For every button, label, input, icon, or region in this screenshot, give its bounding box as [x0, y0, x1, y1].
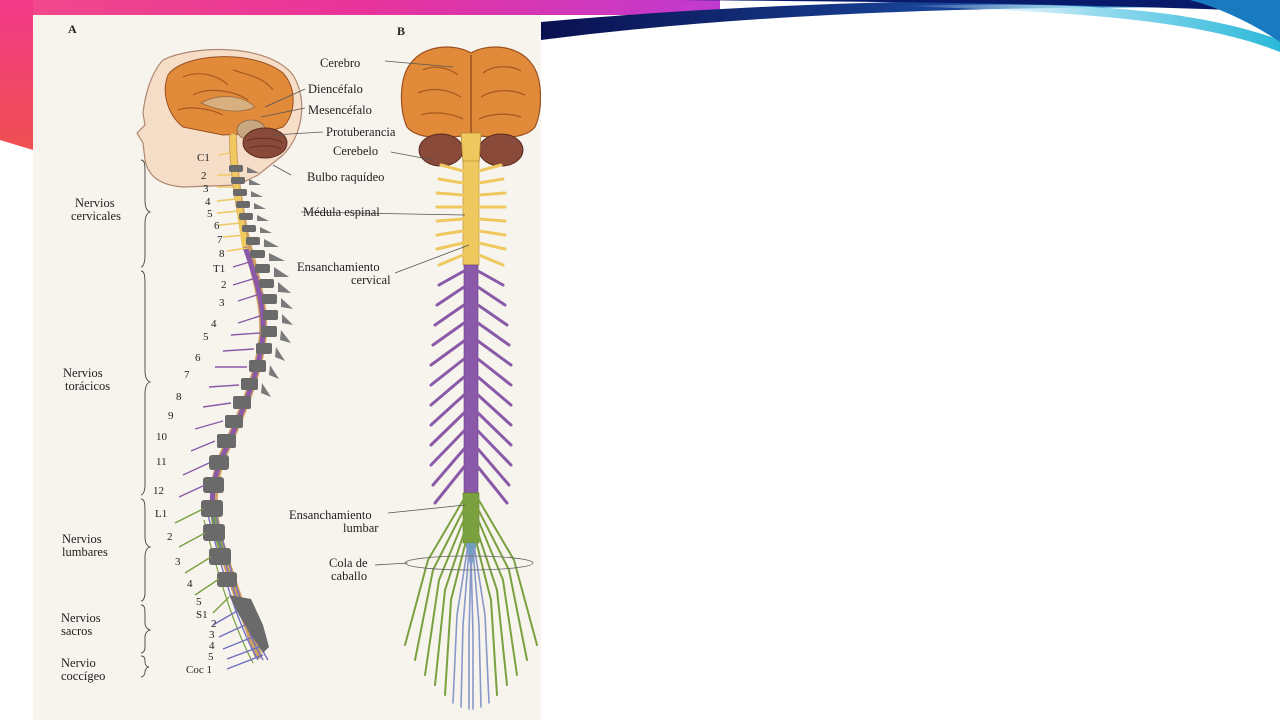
label-bulbo: Bulbo raquídeo	[307, 170, 384, 184]
nerve-label: 7	[217, 234, 223, 246]
leader-lines	[260, 60, 534, 571]
nerve-label: 5	[208, 651, 214, 663]
nerve-label: 2	[221, 279, 227, 291]
nerve-label: 7	[184, 369, 190, 381]
label-ens-lumbar-1: Ensanchamiento	[289, 508, 372, 522]
nerve-label: 2	[211, 618, 217, 630]
structure-labels: Cerebro Diencéfalo Mesencéfalo Protubera…	[289, 56, 396, 583]
group-coccygeal-line2: coccígeo	[61, 669, 105, 683]
group-sacral-line1: Nervios	[61, 611, 101, 625]
nerve-group-names: Nervios cervicales Nervios torácicos Ner…	[61, 196, 121, 683]
label-medula: Médula espinal	[303, 205, 380, 219]
nerve-label: 8	[219, 248, 225, 260]
nerve-label: 12	[153, 485, 164, 497]
brainstem-frontal	[460, 132, 482, 164]
nerve-group-braces	[140, 159, 152, 678]
label-cola-2: caballo	[331, 569, 367, 583]
nerve-label: S1	[196, 609, 208, 621]
nerve-label: 4	[187, 578, 193, 590]
label-cola-1: Cola de	[329, 556, 368, 570]
nerve-label: 10	[156, 431, 168, 443]
label-cerebro: Cerebro	[320, 56, 360, 70]
nerve-label: 4	[205, 196, 211, 208]
nerve-label: 3	[209, 629, 215, 641]
label-ens-cervical-1: Ensanchamiento	[297, 260, 380, 274]
label-protuberancia: Protuberancia	[326, 125, 396, 139]
nerve-label: 6	[195, 352, 201, 364]
nerve-label: C1	[197, 152, 210, 164]
group-lumbar-line2: lumbares	[62, 545, 108, 559]
nerve-label: 4	[209, 640, 215, 652]
spinal-cord-frontal	[462, 160, 480, 570]
nervous-system-illustration: A B	[33, 15, 541, 720]
spinal-nerves-frontal	[404, 163, 538, 710]
group-lumbar-line1: Nervios	[62, 532, 102, 546]
label-ens-cervical-2: cervical	[351, 273, 391, 287]
nerve-label: 4	[211, 318, 217, 330]
nerve-label: 3	[175, 556, 181, 568]
group-sacral-line2: sacros	[61, 624, 92, 638]
nerve-label: 11	[156, 456, 167, 468]
label-diencefalo: Diencéfalo	[308, 82, 363, 96]
nerve-label: 8	[176, 391, 182, 403]
label-ens-lumbar-2: lumbar	[343, 521, 379, 535]
nerve-label: 5	[196, 596, 202, 608]
nerve-label: 3	[203, 183, 209, 195]
panel-a-label: A	[68, 22, 77, 36]
nerve-label: 5	[207, 208, 213, 220]
group-cervical-line1: Nervios	[75, 196, 115, 210]
nerve-label: 9	[168, 410, 174, 422]
panel-b-label: B	[397, 24, 405, 38]
group-thoracic-line1: Nervios	[63, 366, 103, 380]
group-thoracic-line2: torácicos	[65, 379, 110, 393]
nerve-label: 6	[214, 220, 220, 232]
label-mesencefalo: Mesencéfalo	[308, 103, 372, 117]
label-cerebelo: Cerebelo	[333, 144, 378, 158]
group-coccygeal-line1: Nervio	[61, 656, 96, 670]
nerve-number-labels: C1 2 3 4 5 6 7 8 T1 2 3 4 5 6 7 8 9 10 1…	[153, 152, 227, 676]
spinal-nerves-lateral	[174, 152, 264, 670]
group-cervical-line2: cervicales	[71, 209, 121, 223]
nerve-label: T1	[213, 263, 225, 275]
brain-lateral	[164, 56, 294, 141]
decorative-banner	[0, 0, 1280, 150]
nerve-label: 2	[167, 531, 173, 543]
nerve-label: 3	[219, 297, 225, 309]
nerve-label: L1	[155, 508, 167, 520]
brain-frontal	[400, 46, 541, 138]
nerve-label: Coc 1	[186, 664, 212, 676]
nerve-label: 2	[201, 170, 207, 182]
nerve-label: 5	[203, 331, 209, 343]
cerebellum-lateral	[242, 127, 288, 159]
spinal-column-lateral	[201, 133, 293, 664]
